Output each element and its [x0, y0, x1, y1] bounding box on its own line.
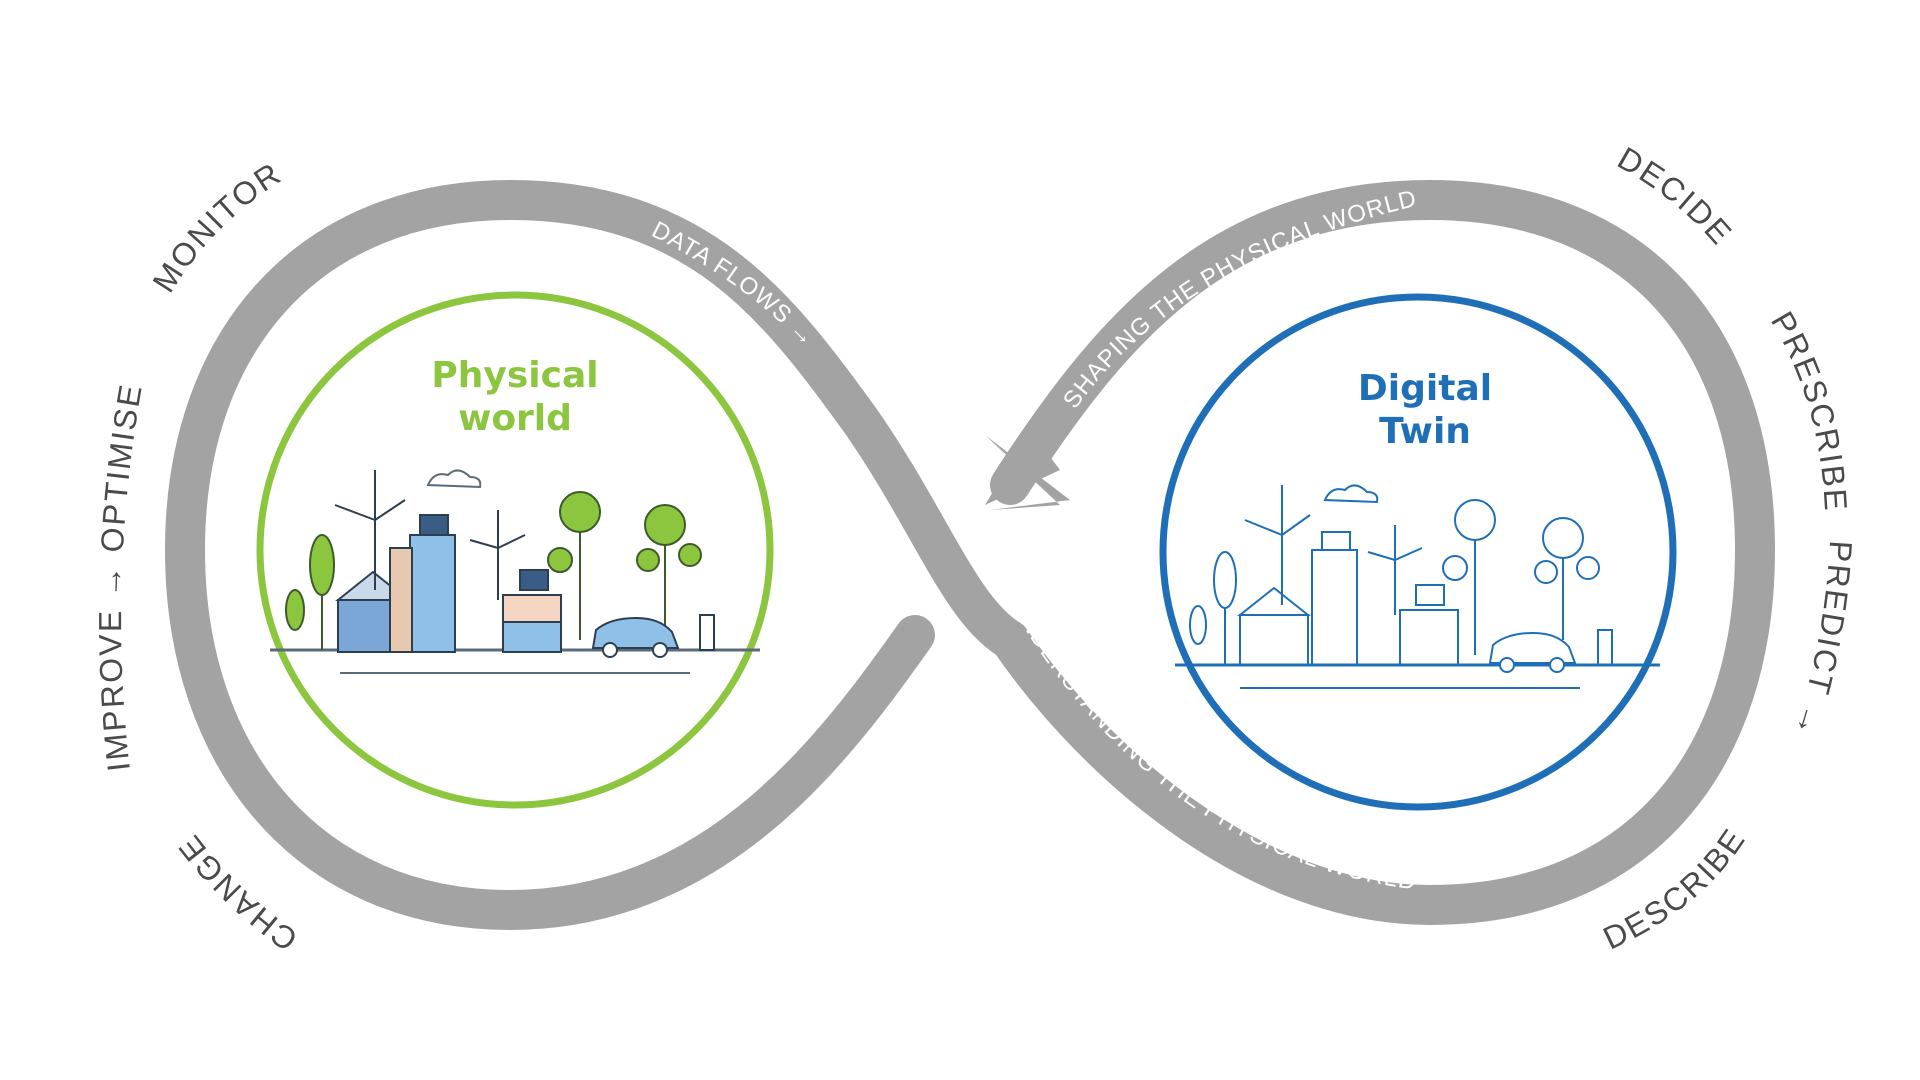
flow-arrowhead-main — [985, 430, 1060, 505]
digital-twin-title-line2: Twin — [1379, 411, 1471, 452]
physical-world-title-line2: world — [458, 398, 572, 439]
digital-city-illustration — [1175, 484, 1660, 689]
digital-twin-title-line1: Digital — [1358, 368, 1492, 409]
physical-world-ring — [256, 291, 774, 809]
physical-world-panel: Physical world — [256, 291, 774, 809]
physical-city-illustration — [270, 469, 760, 674]
physical-world-title-line1: Physical — [431, 355, 598, 396]
digital-twin-panel: Digital Twin — [1159, 293, 1677, 811]
prescribe-label: PRESCRIBE — [1764, 305, 1854, 513]
data-flows-label: DATA FLOWS → — [647, 216, 821, 352]
predict-label: PREDICT → — [1787, 540, 1859, 744]
infinity-loop — [164, 179, 1776, 931]
loop-left — [164, 179, 1030, 931]
improve-optimise-label: IMPROVE → OPTIMISE — [92, 380, 149, 773]
digital-twin-ring — [1159, 293, 1677, 811]
loop-right-lower — [990, 179, 1776, 926]
